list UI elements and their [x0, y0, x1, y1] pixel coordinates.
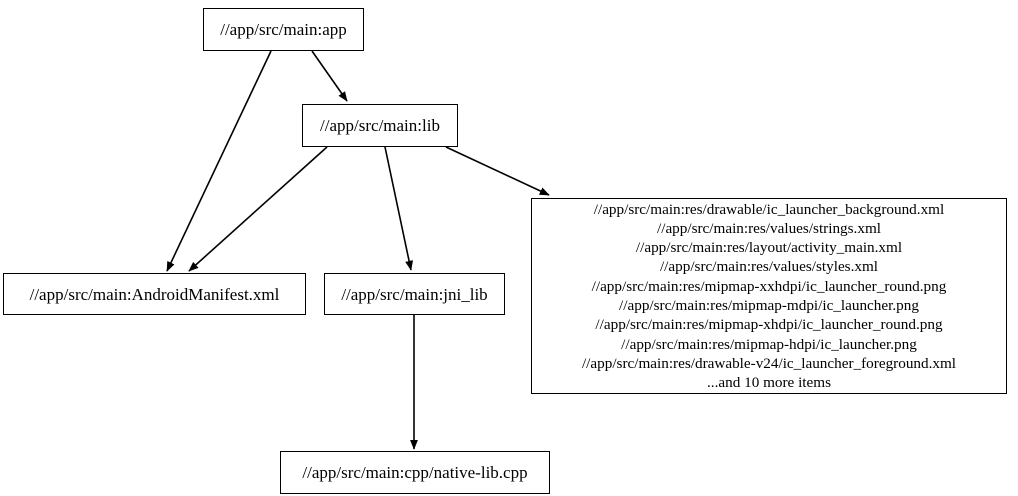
edge-lib-to-res: [445, 146, 550, 196]
graph-node-jni-lib-label: //app/src/main:jni_lib: [341, 284, 488, 304]
graph-node-app[interactable]: //app/src/main:app: [203, 8, 364, 51]
graph-node-native-lib-cpp-label: //app/src/main:cpp/native-lib.cpp: [302, 463, 528, 482]
graph-node-lib-label: //app/src/main:lib: [320, 116, 440, 135]
graph-node-android-manifest[interactable]: //app/src/main:AndroidManifest.xml: [3, 273, 306, 315]
graph-node-android-manifest-label: //app/src/main:AndroidManifest.xml: [29, 284, 280, 304]
graph-node-jni-lib[interactable]: //app/src/main:jni_lib: [324, 273, 505, 315]
edge-app-to-lib: [311, 50, 348, 102]
edge-lib-to-manifest: [188, 146, 328, 272]
edge-lib-to-jni-lib: [384, 146, 414, 271]
edge-app-to-manifest: [166, 50, 272, 272]
graph-node-lib[interactable]: //app/src/main:lib: [302, 104, 458, 147]
graph-node-native-lib-cpp[interactable]: //app/src/main:cpp/native-lib.cpp: [280, 451, 550, 494]
graph-node-res-bundle-label: //app/src/main:res/drawable/ic_launcher_…: [581, 200, 957, 392]
graph-node-res-bundle[interactable]: //app/src/main:res/drawable/ic_launcher_…: [531, 198, 1007, 394]
graph-node-app-label: //app/src/main:app: [220, 20, 347, 39]
